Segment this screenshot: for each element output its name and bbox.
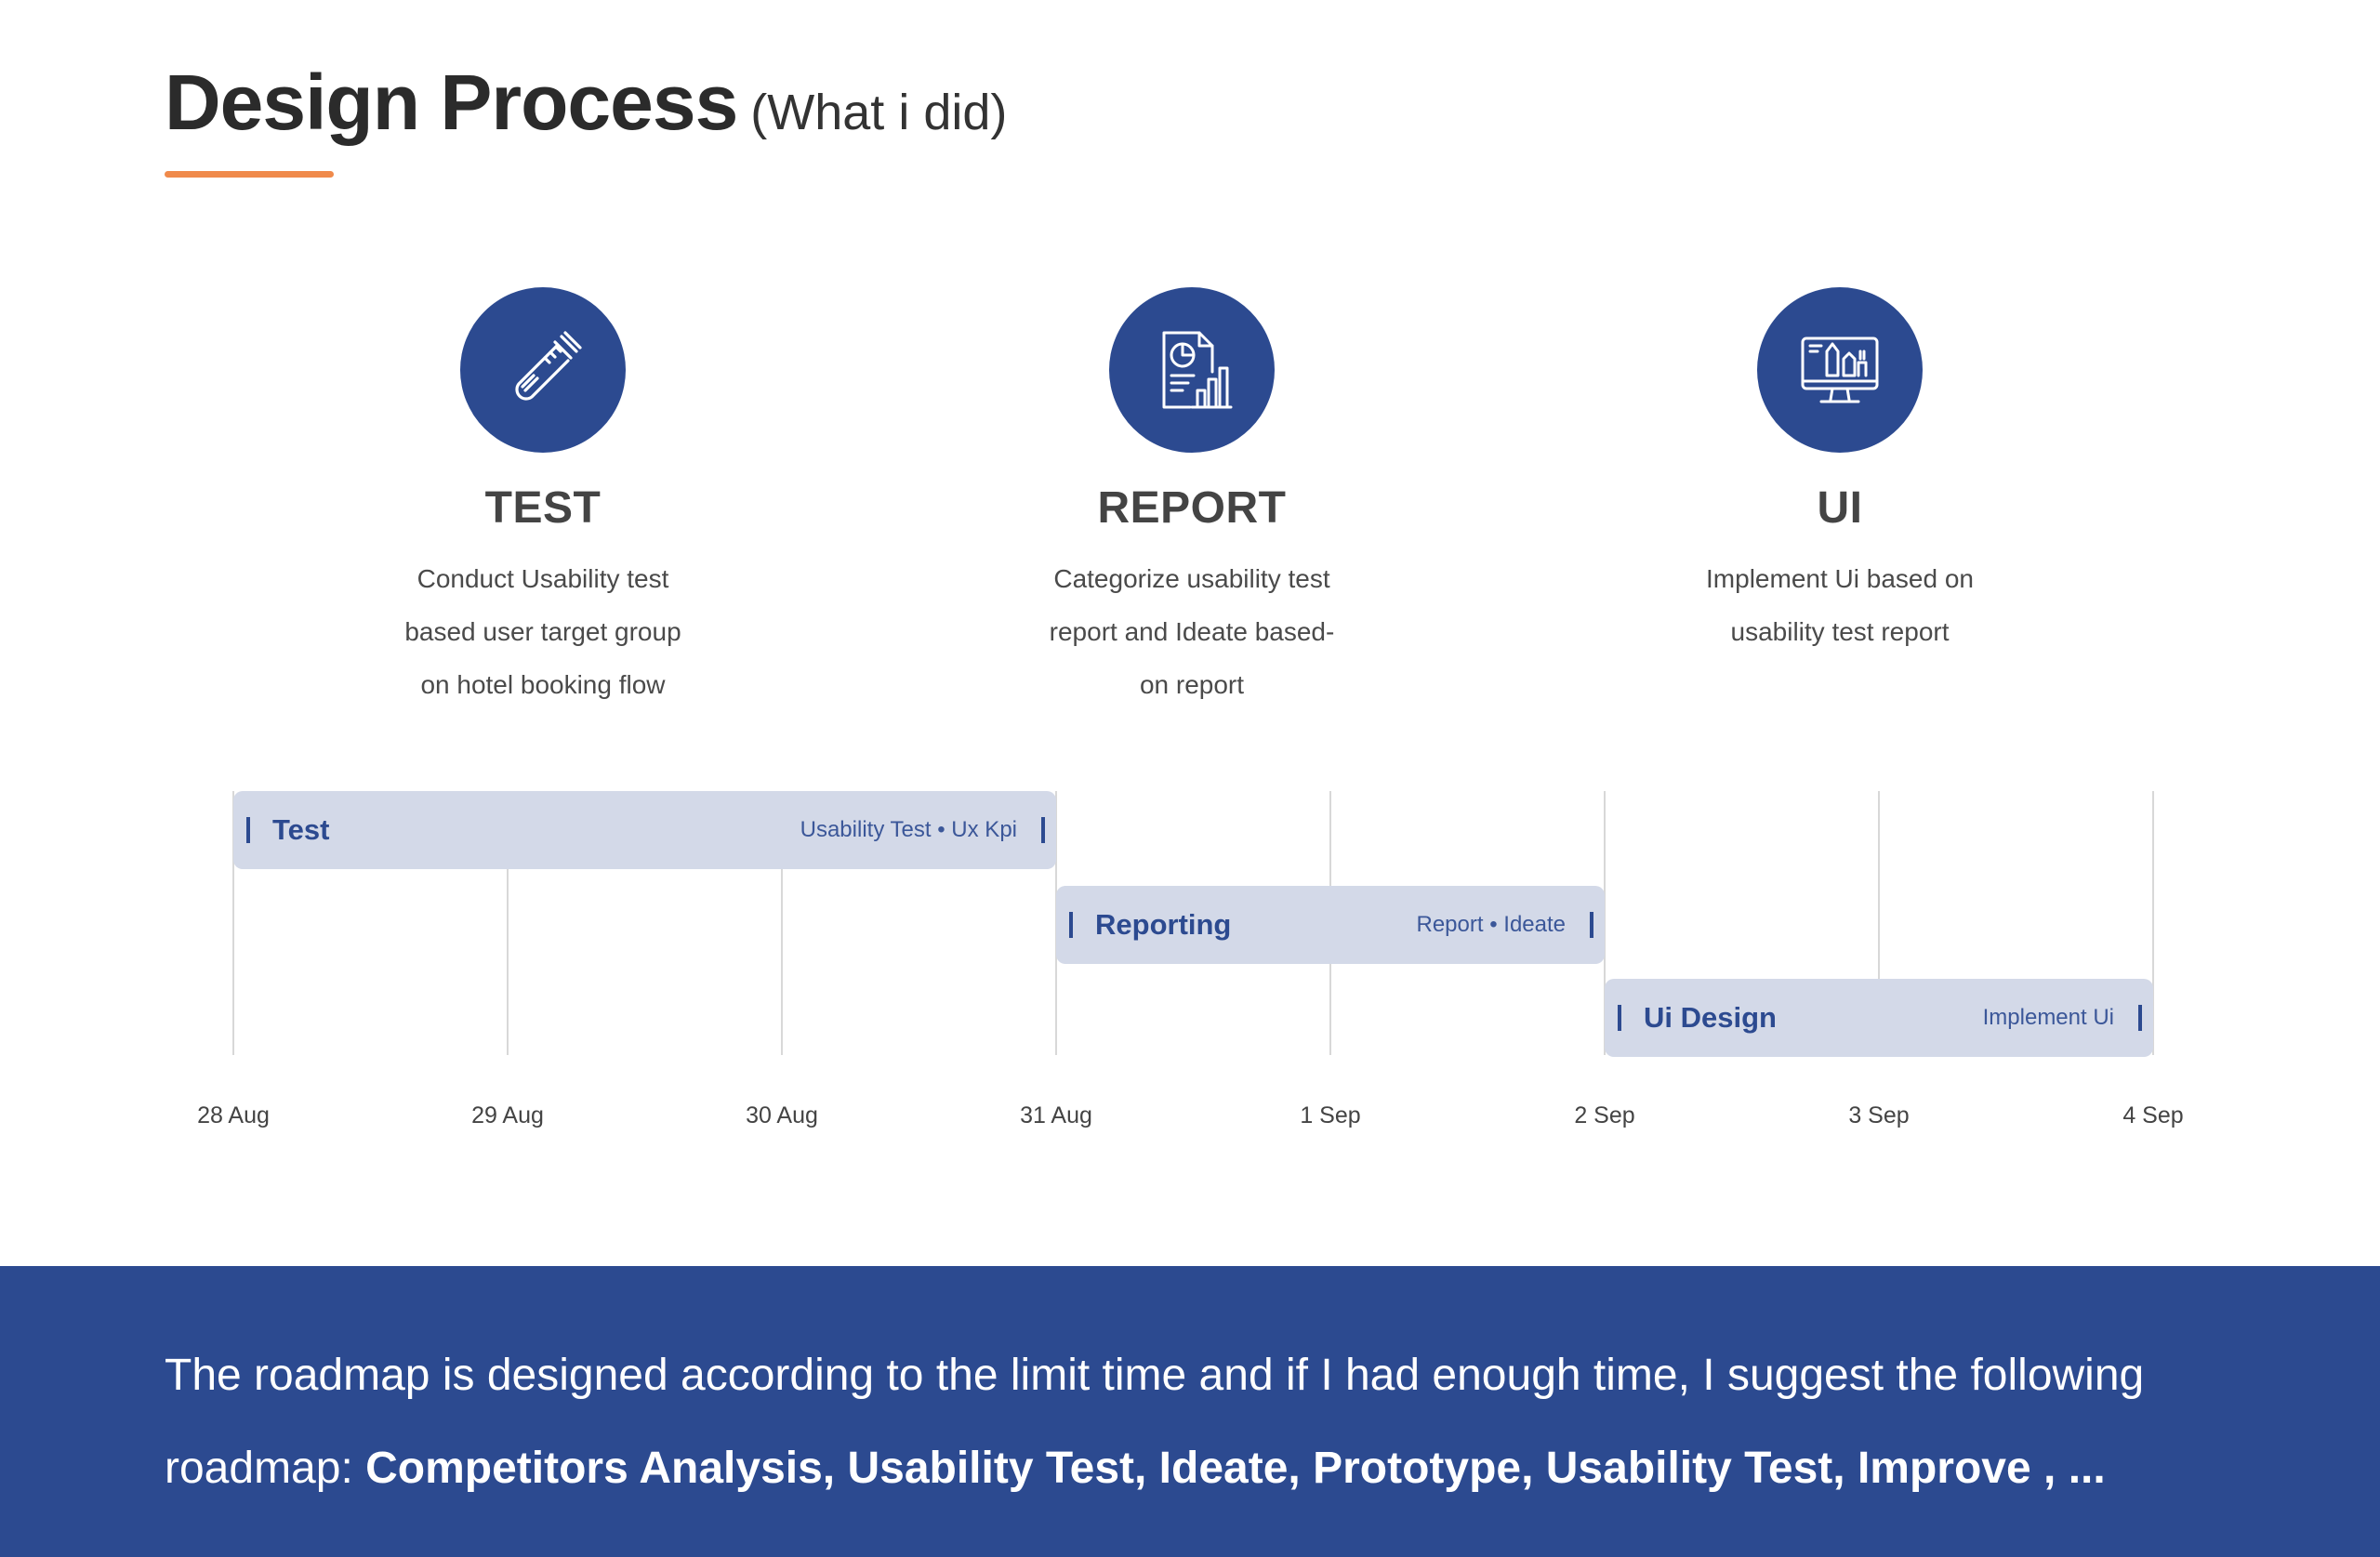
description-line: Implement Ui based on [1706, 563, 1974, 593]
phase-description: Categorize usability test report and Ide… [969, 552, 1415, 711]
phase-icon-circle [1757, 287, 1923, 453]
report-chart-icon [1162, 331, 1233, 409]
header: Design Process(What i did) [165, 58, 1007, 148]
date-tick-label: 30 Aug [746, 1102, 818, 1128]
task-tags: Report • Ideate [1416, 912, 1567, 937]
bar-end-marker [2138, 1005, 2142, 1031]
date-tick-label: 31 Aug [1020, 1102, 1092, 1128]
task-name: Ui Design [1644, 1001, 1777, 1034]
phase-heading: UI [1817, 483, 1863, 533]
description-line: report and Ideate based- [1049, 616, 1335, 646]
task-name: Reporting [1095, 908, 1232, 941]
description-line: usability test report [1730, 616, 1950, 646]
description-line: Conduct Usability test [416, 563, 669, 593]
phase-heading: TEST [484, 483, 602, 533]
task-tags: Implement Ui [1982, 1005, 2114, 1030]
footer-text-bold: Competitors Analysis, Usability Test, Id… [365, 1444, 2106, 1493]
date-tick-label: 29 Aug [471, 1102, 544, 1128]
test-tube-icon [515, 331, 582, 401]
phase-description: Conduct Usability test based user target… [320, 552, 766, 711]
page-subtitle: (What i did) [750, 85, 1008, 140]
task-bar[interactable]: Ui Design Implement Ui [1605, 979, 2153, 1057]
date-tick-label: 3 Sep [1848, 1102, 1910, 1128]
phase-ui: UI Implement Ui based on usability test … [1617, 287, 2063, 658]
description-line: on report [1139, 669, 1245, 699]
task-name: Test [272, 813, 330, 846]
description-line: based user target group [404, 616, 681, 646]
date-tick-label: 2 Sep [1574, 1102, 1635, 1128]
footer-text-regular: The roadmap is designed according to the… [165, 1351, 2145, 1493]
phase-heading: REPORT [1097, 483, 1287, 533]
task-tags: Usability Test • Ux Kpi [800, 817, 1017, 842]
phase-report: REPORT Categorize usability test report … [969, 287, 1415, 711]
date-tick-label: 1 Sep [1300, 1102, 1361, 1128]
phase-description: Implement Ui based on usability test rep… [1617, 552, 2063, 658]
footer-text: The roadmap is designed according to the… [165, 1329, 2303, 1515]
phase-icon-circle [460, 287, 626, 453]
description-line: Categorize usability test [1053, 563, 1330, 593]
bar-start-marker [1069, 912, 1073, 938]
phase-test: TEST Conduct Usability test based user t… [320, 287, 766, 711]
page-title: Design Process [165, 59, 738, 146]
date-tick-label: 4 Sep [2122, 1102, 2184, 1128]
bar-end-marker [1041, 817, 1045, 843]
description-line: on hotel booking flow [420, 669, 666, 699]
bar-end-marker [1590, 912, 1593, 938]
footer-banner: The roadmap is designed according to the… [0, 1266, 2380, 1557]
bar-start-marker [1618, 1005, 1621, 1031]
phase-icon-circle [1109, 287, 1275, 453]
task-bar[interactable]: Test Usability Test • Ux Kpi [233, 791, 1056, 869]
title-underline [165, 171, 334, 178]
bar-start-marker [246, 817, 250, 843]
ui-monitor-icon [1801, 336, 1879, 403]
date-tick-label: 28 Aug [197, 1102, 270, 1128]
task-bar[interactable]: Reporting Report • Ideate [1056, 886, 1605, 964]
